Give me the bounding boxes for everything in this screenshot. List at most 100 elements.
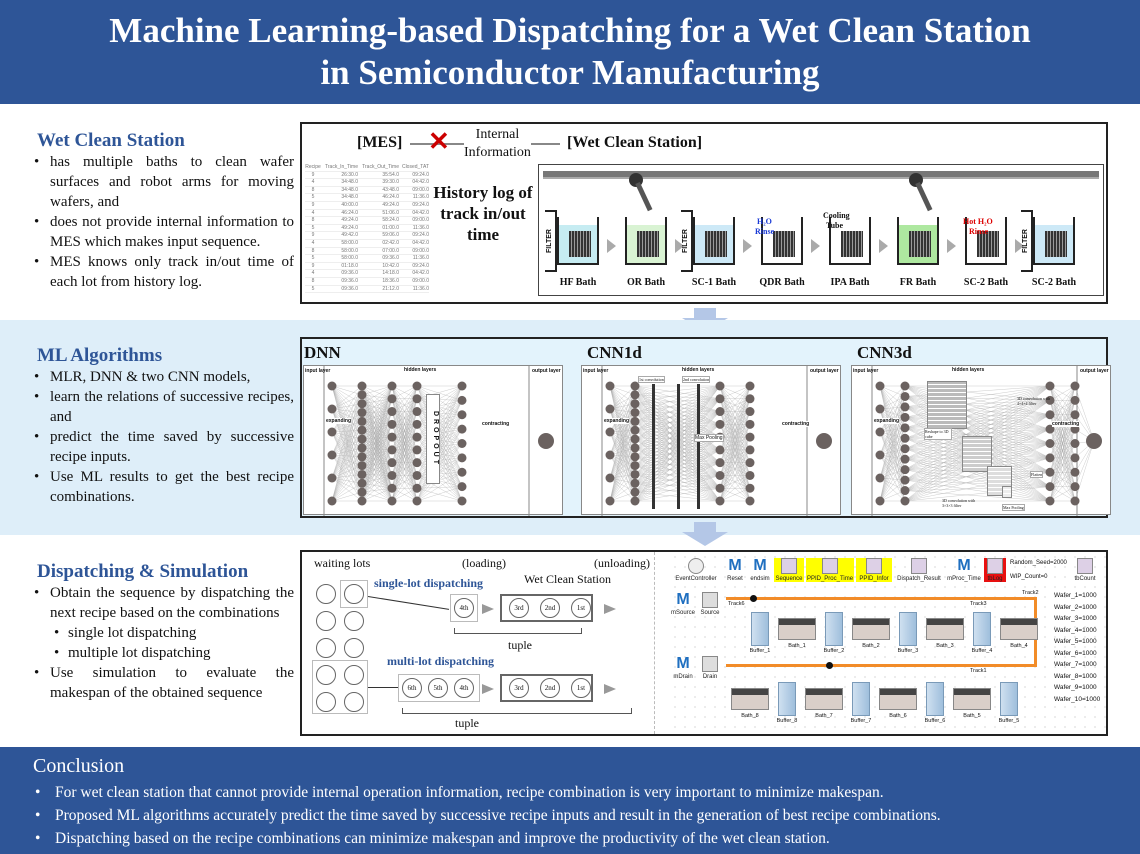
bath-object[interactable]: Bath_4 [999, 618, 1039, 649]
bath-object[interactable]: Bath_8 [730, 688, 770, 719]
sim-object-table[interactable]: tbCount [1070, 558, 1100, 582]
connection [904, 479, 1051, 502]
neuron [357, 390, 367, 400]
table-icon [987, 558, 1003, 574]
sim-object-table[interactable]: PPID_Proc_Time [806, 558, 854, 582]
sim-object-label: Dispatch_Result [897, 576, 941, 582]
log-cell: 9 [311, 262, 315, 269]
wafer-variable: Wafer_10=1000 [1054, 695, 1101, 703]
connection [609, 394, 636, 479]
bath-object[interactable]: Bath_1 [777, 618, 817, 649]
log-cell: 09:00.0 [412, 186, 429, 193]
bath-object[interactable]: Bath_2 [851, 618, 891, 649]
connection [904, 385, 1051, 470]
buffer-object[interactable]: Buffer_1 [740, 612, 780, 654]
bath [965, 217, 1007, 265]
connection [361, 385, 393, 395]
buffer-object[interactable]: Buffer_8 [767, 682, 807, 724]
bath-object[interactable]: Bath_3 [925, 618, 965, 649]
sim-object-label: Bath_4 [1010, 643, 1028, 649]
connection [879, 454, 906, 470]
neuron [457, 381, 467, 391]
connection [879, 385, 906, 433]
bath-object[interactable]: Bath_7 [804, 688, 844, 719]
connection [609, 465, 636, 479]
bath-machine-icon [879, 688, 917, 710]
connection [361, 424, 393, 449]
red-x-icon: ✕ [428, 126, 450, 156]
bullet-item: single lot dispatching [32, 623, 294, 643]
neuron [875, 381, 885, 391]
buffer-machine-icon [899, 612, 917, 646]
log-cell: 4 [311, 179, 315, 186]
lot-circle: 4th [454, 678, 474, 698]
log-cell: 11:36.0 [412, 194, 429, 201]
log-cell: 46:24.0 [382, 194, 399, 201]
sim-object-table[interactable]: PPID_Infor [856, 558, 892, 582]
connection [609, 431, 636, 475]
title-line-1: Machine Learning-based Dispatching for a… [109, 11, 1031, 50]
connection [331, 385, 363, 410]
neuron [630, 487, 640, 497]
conveyor-track[interactable] [726, 597, 1036, 600]
buffer-object[interactable]: Buffer_6 [915, 682, 955, 724]
neuron [1070, 395, 1080, 405]
sim-object-table[interactable]: Dispatch_Result [894, 558, 944, 582]
buffer-object[interactable]: Buffer_2 [814, 612, 854, 654]
log-cell: 11:36.0 [412, 255, 429, 262]
connection [609, 430, 636, 502]
waiting-lot [316, 638, 336, 658]
source-object[interactable]: Source [697, 592, 723, 616]
bath-object[interactable]: Bath_5 [952, 688, 992, 719]
bath [761, 217, 803, 265]
buffer-object[interactable]: Buffer_3 [888, 612, 928, 654]
connection [361, 438, 393, 463]
conveyor-track[interactable] [726, 664, 1036, 667]
log-cell: 51:06.0 [382, 209, 399, 216]
bath-machine-icon [778, 618, 816, 640]
neuron [630, 443, 640, 453]
connection [609, 454, 636, 493]
connection [331, 385, 363, 440]
drain-icon [702, 656, 718, 672]
connection [1049, 443, 1076, 502]
connection [719, 385, 751, 489]
log-cell: 09:00.0 [412, 247, 429, 254]
sim-object-table[interactable]: Sequence [774, 558, 804, 582]
connection [904, 472, 1051, 491]
buffer-object[interactable]: Buffer_7 [841, 682, 881, 724]
drain-object[interactable]: Drain [697, 656, 723, 680]
connection [391, 385, 418, 399]
filter-loop: FILTER [545, 210, 557, 272]
buffer-object[interactable]: Buffer_5 [989, 682, 1029, 724]
neuron [745, 407, 755, 417]
buffer-machine-icon [852, 682, 870, 716]
connection [609, 456, 636, 479]
neuron [1045, 482, 1055, 492]
sim-object-stopwatch[interactable]: EventController [670, 558, 722, 582]
buffer-object[interactable]: Buffer_4 [962, 612, 1002, 654]
neuron [1070, 496, 1080, 506]
wafer-variable: Wafer_8=1000 [1054, 672, 1097, 680]
log-cell: 09:00.0 [412, 217, 429, 224]
connection [361, 394, 393, 502]
connection [904, 469, 1051, 502]
connection [361, 385, 393, 412]
dispatch-diagram: waiting lots(loading)(unloading)single-l… [302, 552, 662, 734]
bullet-item: multiple lot dispatching [32, 643, 294, 663]
sim-object-table[interactable]: tbLog [984, 558, 1006, 582]
dispatch-arrow [368, 687, 398, 688]
neuron [875, 496, 885, 506]
connection [361, 385, 393, 450]
bath-object[interactable]: Bath_6 [878, 688, 918, 719]
log-cell: 04:42.0 [412, 270, 429, 277]
poster-title: Machine Learning-based Dispatching for a… [0, 0, 1140, 104]
connection [361, 449, 393, 502]
neuron [412, 394, 422, 404]
